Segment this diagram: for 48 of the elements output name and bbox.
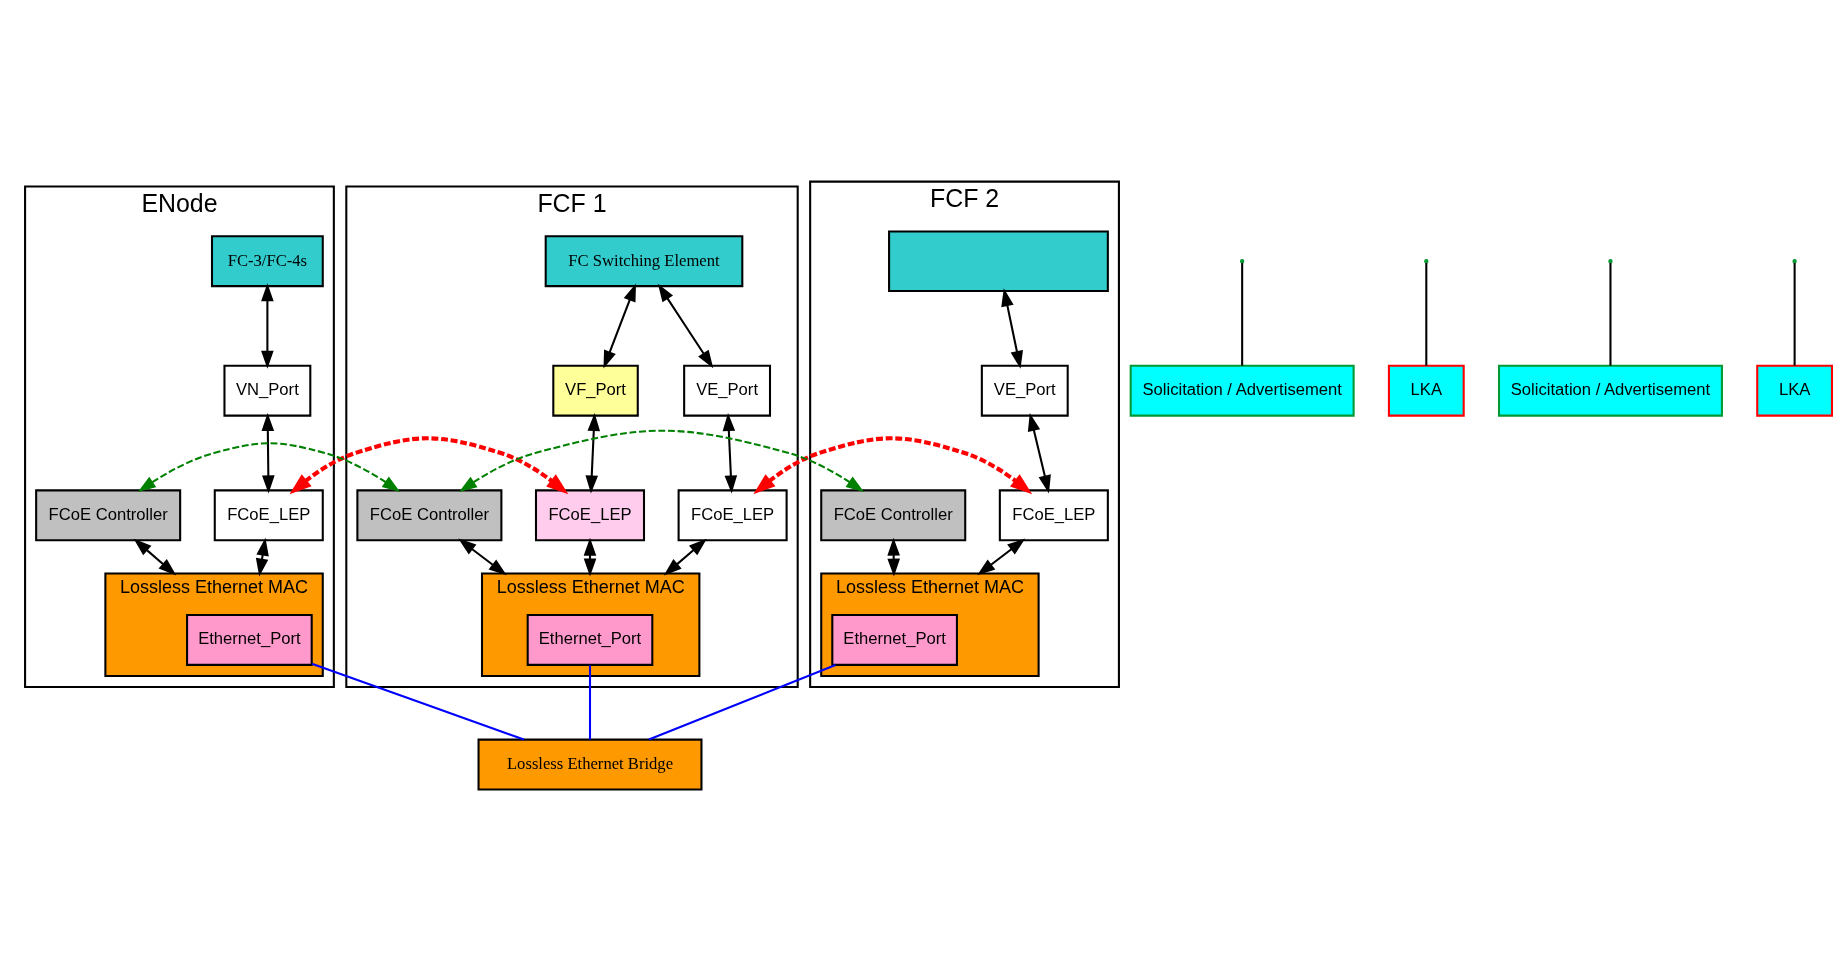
node-box: FCoE_LEP <box>677 488 788 541</box>
arrow <box>977 538 1026 575</box>
node-box: Solicitation / Advertisement <box>1129 364 1355 417</box>
connector <box>1241 262 1244 366</box>
arrow <box>722 412 738 493</box>
node-box: VN_Port <box>223 364 312 417</box>
arrow <box>887 537 900 577</box>
arrow <box>603 283 636 369</box>
connector <box>648 663 836 741</box>
node-box: VF_Port <box>552 364 639 417</box>
node-box: VE_Port <box>980 364 1069 417</box>
connector <box>1425 262 1428 366</box>
connector <box>588 664 592 740</box>
connector <box>311 662 525 740</box>
connector <box>1793 262 1796 366</box>
arrow <box>583 537 597 577</box>
node-box: FCoE_LEP <box>998 488 1109 541</box>
arrow <box>663 538 707 575</box>
node-box: FCoE_LEP <box>534 488 646 541</box>
arrow <box>261 282 274 369</box>
node-box <box>888 229 1109 292</box>
node-box: LKA <box>1387 364 1465 417</box>
node-box: Solicitation / Advertisement <box>1497 364 1723 417</box>
node-box: LKA <box>1756 364 1834 417</box>
arrow <box>1001 287 1024 369</box>
node-box: Ethernet_Port <box>526 613 654 666</box>
node-box: Lossless Ethernet Bridge <box>477 738 703 790</box>
arrow <box>133 538 177 575</box>
node-box: FCoE Controller <box>356 488 503 541</box>
arrow <box>255 537 269 577</box>
node-box: FCoE_LEP <box>213 488 324 541</box>
node-box: FC-3/FC-4s <box>210 234 324 287</box>
arrow <box>585 412 601 493</box>
node-box: FCoE Controller <box>820 488 967 541</box>
node-box: FCoE Controller <box>35 488 182 541</box>
arrow <box>657 283 714 368</box>
arrow <box>137 441 401 492</box>
node-box: VE_Port <box>683 364 772 417</box>
connector <box>1609 262 1612 366</box>
node-box: FC Switching Element <box>544 234 744 287</box>
arrow <box>1027 412 1051 493</box>
node-box: Ethernet_Port <box>186 613 313 666</box>
arrow <box>289 435 569 494</box>
arrow <box>459 429 865 492</box>
node-box: Ethernet_Port <box>831 613 958 666</box>
arrow <box>458 538 507 575</box>
arrow <box>261 412 275 493</box>
arrow <box>753 435 1033 494</box>
